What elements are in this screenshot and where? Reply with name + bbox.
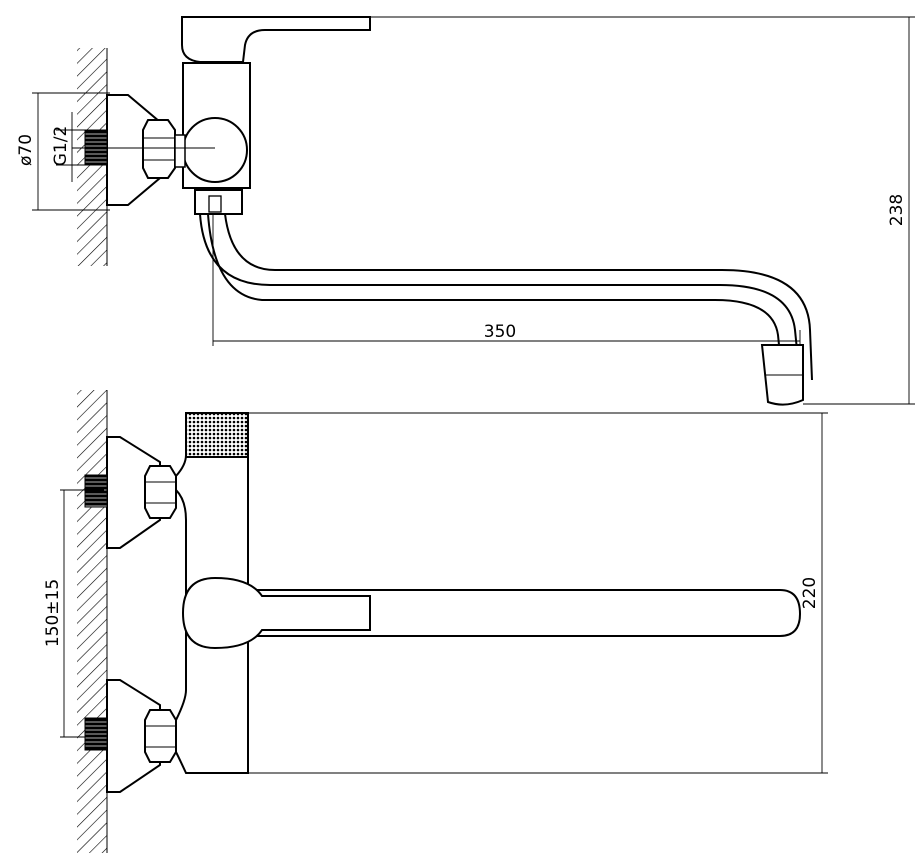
- front-view: 150±15 220: [43, 390, 828, 853]
- spout-front: [247, 589, 802, 637]
- hex-nut-upper: [144, 465, 177, 519]
- escutcheon-lower: [106, 679, 161, 793]
- threaded-inlet-top: [84, 129, 108, 166]
- side-view: ø70 G1/2 350 238: [16, 16, 915, 406]
- escutcheon-upper: [106, 436, 161, 549]
- diameter-label: ø70: [16, 134, 36, 166]
- height-label: 238: [887, 194, 907, 226]
- threaded-inlet-upper: [84, 474, 108, 508]
- inlet-spacing-label: 150±15: [43, 579, 63, 647]
- handle-lever-side: [181, 16, 371, 63]
- spout-tube: [199, 213, 801, 381]
- threaded-inlet-lower: [84, 717, 108, 751]
- hex-nut-lower: [144, 709, 177, 763]
- wall-bottom: [77, 390, 107, 853]
- hex-nut-top: [142, 119, 176, 179]
- body-height-label: 220: [800, 577, 820, 609]
- knurled-cap: [185, 412, 249, 458]
- handle-front: [181, 576, 371, 650]
- cartridge-boss: [182, 117, 248, 183]
- thread-size-label: G1/2: [51, 126, 71, 167]
- spout-reach-label: 350: [484, 322, 516, 342]
